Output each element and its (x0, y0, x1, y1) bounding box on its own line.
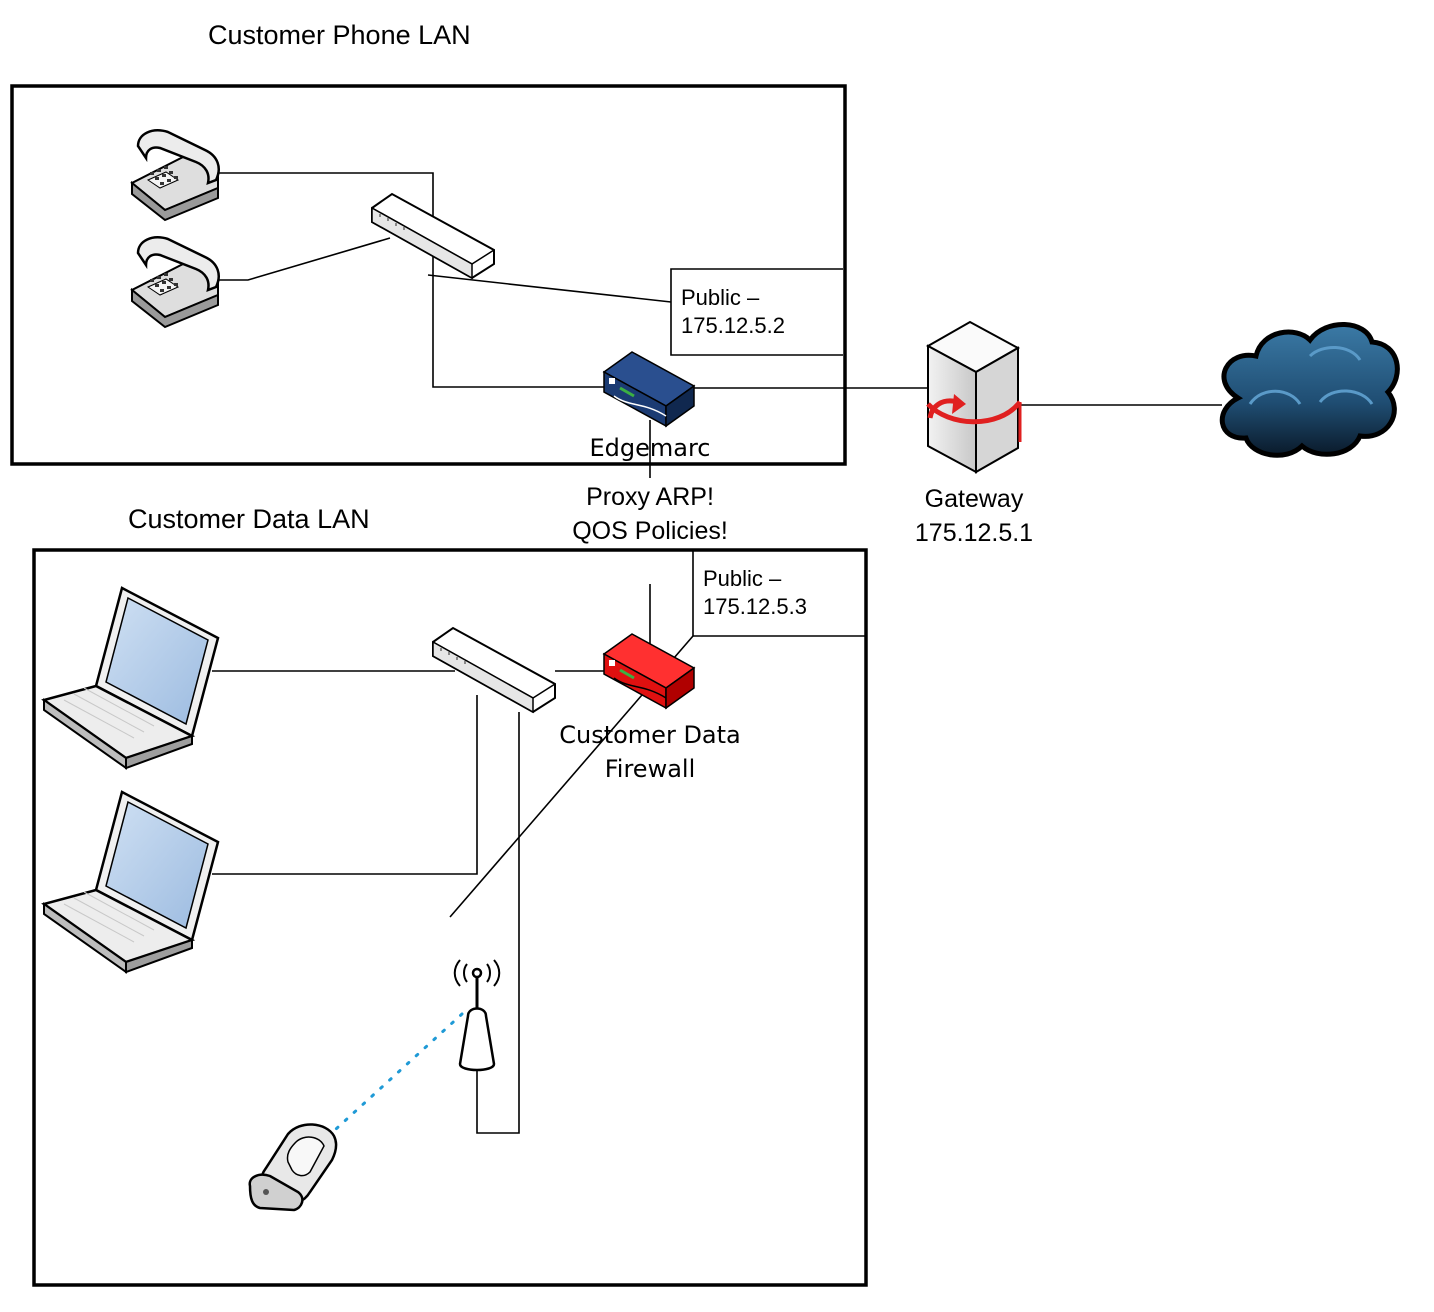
gateway-name: Gateway (924, 485, 1024, 513)
phone-lan-links (218, 172, 1222, 478)
firewall-label-line1: Customer Data (559, 721, 741, 749)
data-lan-frame (32, 548, 868, 1287)
firewall-public-line2: 175.12.5.3 (703, 594, 807, 619)
switch-icon (371, 192, 495, 280)
cloud-icon (1219, 322, 1400, 458)
gateway-ip: 175.12.5.1 (914, 519, 1034, 547)
edgemarc-label: Edgemarc (589, 434, 711, 462)
laptop-icon (41, 586, 220, 770)
firewall-label-line2: Firewall (604, 755, 696, 783)
phone-lan-frame (10, 84, 847, 466)
qos-policies-note: QOS Policies! (572, 517, 728, 545)
data-lan-links (212, 584, 694, 1134)
wireless-ap-icon (453, 959, 501, 1072)
firewall-router-icon (602, 633, 696, 710)
switch-icon (432, 626, 556, 714)
edgemarc-public-box (670, 268, 843, 356)
gateway-label: Gateway 175.12.5.1 (884, 482, 1064, 550)
phone-lan-title: Customer Phone LAN (208, 20, 471, 50)
server-gateway-icon (925, 320, 1022, 474)
data-lan-title: Customer Data LAN (128, 504, 370, 534)
edgemarc-public-ip: Public – 175.12.5.2 (681, 284, 785, 340)
phone-icon (130, 129, 220, 222)
edgemarc-public-line1: Public – (681, 285, 760, 310)
firewall-public-line1: Public – (703, 566, 782, 591)
laptop-icon (41, 790, 220, 974)
mobile-phone-icon (248, 1123, 338, 1212)
phone-icon (130, 236, 220, 329)
edgemarc-router-icon (602, 351, 696, 428)
proxy-arp-note: Proxy ARP! (586, 483, 714, 511)
edgemarc-note: Proxy ARP! QOS Policies! (540, 480, 760, 548)
firewall-public-ip: Public – 175.12.5.3 (703, 565, 807, 621)
firewall-label: Customer Data Firewall (540, 718, 760, 786)
edgemarc-public-line2: 175.12.5.2 (681, 313, 785, 338)
